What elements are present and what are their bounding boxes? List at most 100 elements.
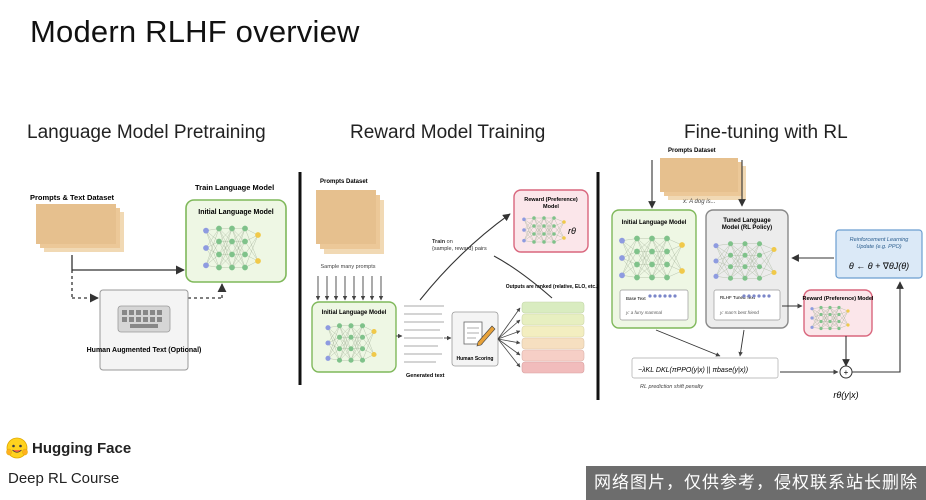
nn-node: [727, 252, 734, 258]
nn-node: [742, 252, 748, 258]
nn-node: [371, 351, 377, 358]
nn-edge: [231, 241, 246, 268]
nn-node: [819, 326, 823, 331]
nn-edge: [820, 321, 831, 329]
nn-edge: [651, 238, 668, 252]
nn-edge: [811, 317, 822, 329]
nn-edge: [231, 228, 246, 268]
nn-node: [649, 235, 655, 242]
nn-node: [542, 224, 546, 228]
nn-node: [255, 258, 261, 264]
nn-edge: [553, 221, 565, 243]
ft-sum-symbol: +: [844, 368, 849, 377]
nn-node: [837, 319, 841, 324]
nn-node: [727, 241, 734, 247]
nn-node: [727, 264, 734, 270]
nn-edge: [820, 307, 831, 315]
nn-node: [552, 216, 556, 220]
nn-edge: [523, 233, 535, 241]
nn-edge: [715, 243, 731, 277]
nn-node: [819, 312, 823, 317]
nn-edge: [350, 325, 363, 361]
pt-augmented-label: Human Augmented Text (Optional): [87, 347, 202, 354]
nn-edge: [523, 229, 535, 235]
ft-initial-model-box: Initial Language Model Base Text y: a fu…: [611, 209, 697, 329]
hugging-face-icon: [6, 437, 28, 459]
nn-node: [810, 316, 814, 320]
nn-node: [532, 232, 536, 236]
nn-node: [679, 242, 685, 248]
slide-title: Modern RLHF overview: [30, 14, 360, 49]
nn-node: [336, 346, 343, 352]
token-dot: [658, 294, 662, 298]
nn-node: [216, 238, 222, 245]
ft-reward-model-box: Reward (Preference) Model: [803, 289, 874, 337]
nn-edge: [811, 321, 822, 328]
nn-node: [713, 258, 719, 264]
nn-edge: [362, 331, 375, 349]
nn-node: [810, 325, 814, 329]
token-dot: [757, 294, 761, 298]
nn-edge: [244, 234, 259, 255]
nn-edge: [715, 245, 731, 256]
rm-reward-model-label: Reward (Preference)Model: [524, 197, 578, 210]
nn-edge: [715, 245, 731, 279]
nn-edge: [651, 251, 668, 278]
nn-edge: [523, 219, 535, 235]
nn-node: [846, 323, 850, 327]
nn-node: [336, 323, 343, 329]
nn-edge: [811, 307, 822, 328]
nn-edge: [218, 228, 233, 268]
token-dot: [752, 294, 756, 298]
nn-edge: [553, 233, 565, 239]
nn-edge: [820, 314, 831, 329]
nn-edge: [523, 219, 535, 243]
ft-rlhf-example: y: man's best friend: [719, 310, 759, 315]
rm-train-label: Train on{sample, reward} pairs: [432, 239, 487, 252]
nn-edge: [244, 234, 259, 268]
nn-node: [771, 269, 777, 276]
nn-edge: [205, 228, 220, 249]
nn-edge: [523, 219, 535, 227]
nn-node: [325, 340, 331, 346]
nn-edge: [350, 325, 363, 349]
nn-edge: [715, 260, 731, 267]
nn-edge: [636, 238, 653, 252]
token-dot: [673, 294, 677, 298]
nn-node: [552, 232, 556, 236]
nn-edge: [811, 314, 822, 328]
rm-sample-arrows: [315, 276, 384, 301]
ft-initial-net: [619, 235, 685, 281]
nn-edge: [553, 217, 565, 223]
nn-edge: [715, 243, 731, 262]
token-dot: [668, 294, 672, 298]
token-dot: [747, 294, 751, 298]
nn-edge: [523, 229, 535, 243]
nn-edge: [205, 247, 220, 268]
ft-reward-net: [810, 305, 850, 331]
nn-edge: [621, 240, 638, 265]
nn-node: [649, 261, 655, 268]
nn-node: [229, 264, 235, 271]
nn-node: [756, 264, 763, 270]
nn-edge: [553, 221, 565, 235]
rm-dataset-stack: [316, 190, 384, 254]
nn-node: [348, 323, 354, 329]
nn-node: [336, 357, 343, 363]
nn-edge: [543, 225, 555, 243]
nn-edge: [811, 308, 822, 315]
nn-edge: [621, 238, 638, 259]
nn-node: [713, 243, 719, 249]
nn-edge: [543, 217, 555, 243]
nn-node: [242, 238, 248, 245]
nn-edge: [744, 255, 760, 279]
rm-reward-model-box: Reward (Preference)Model: [513, 189, 589, 253]
nn-edge: [533, 225, 545, 243]
nn-node: [828, 326, 832, 331]
nn-node: [216, 264, 222, 271]
nn-edge: [759, 272, 775, 279]
nn-edge: [327, 327, 340, 361]
nn-edge: [811, 314, 822, 319]
nn-edge: [553, 237, 565, 243]
nn-edge: [339, 325, 352, 349]
